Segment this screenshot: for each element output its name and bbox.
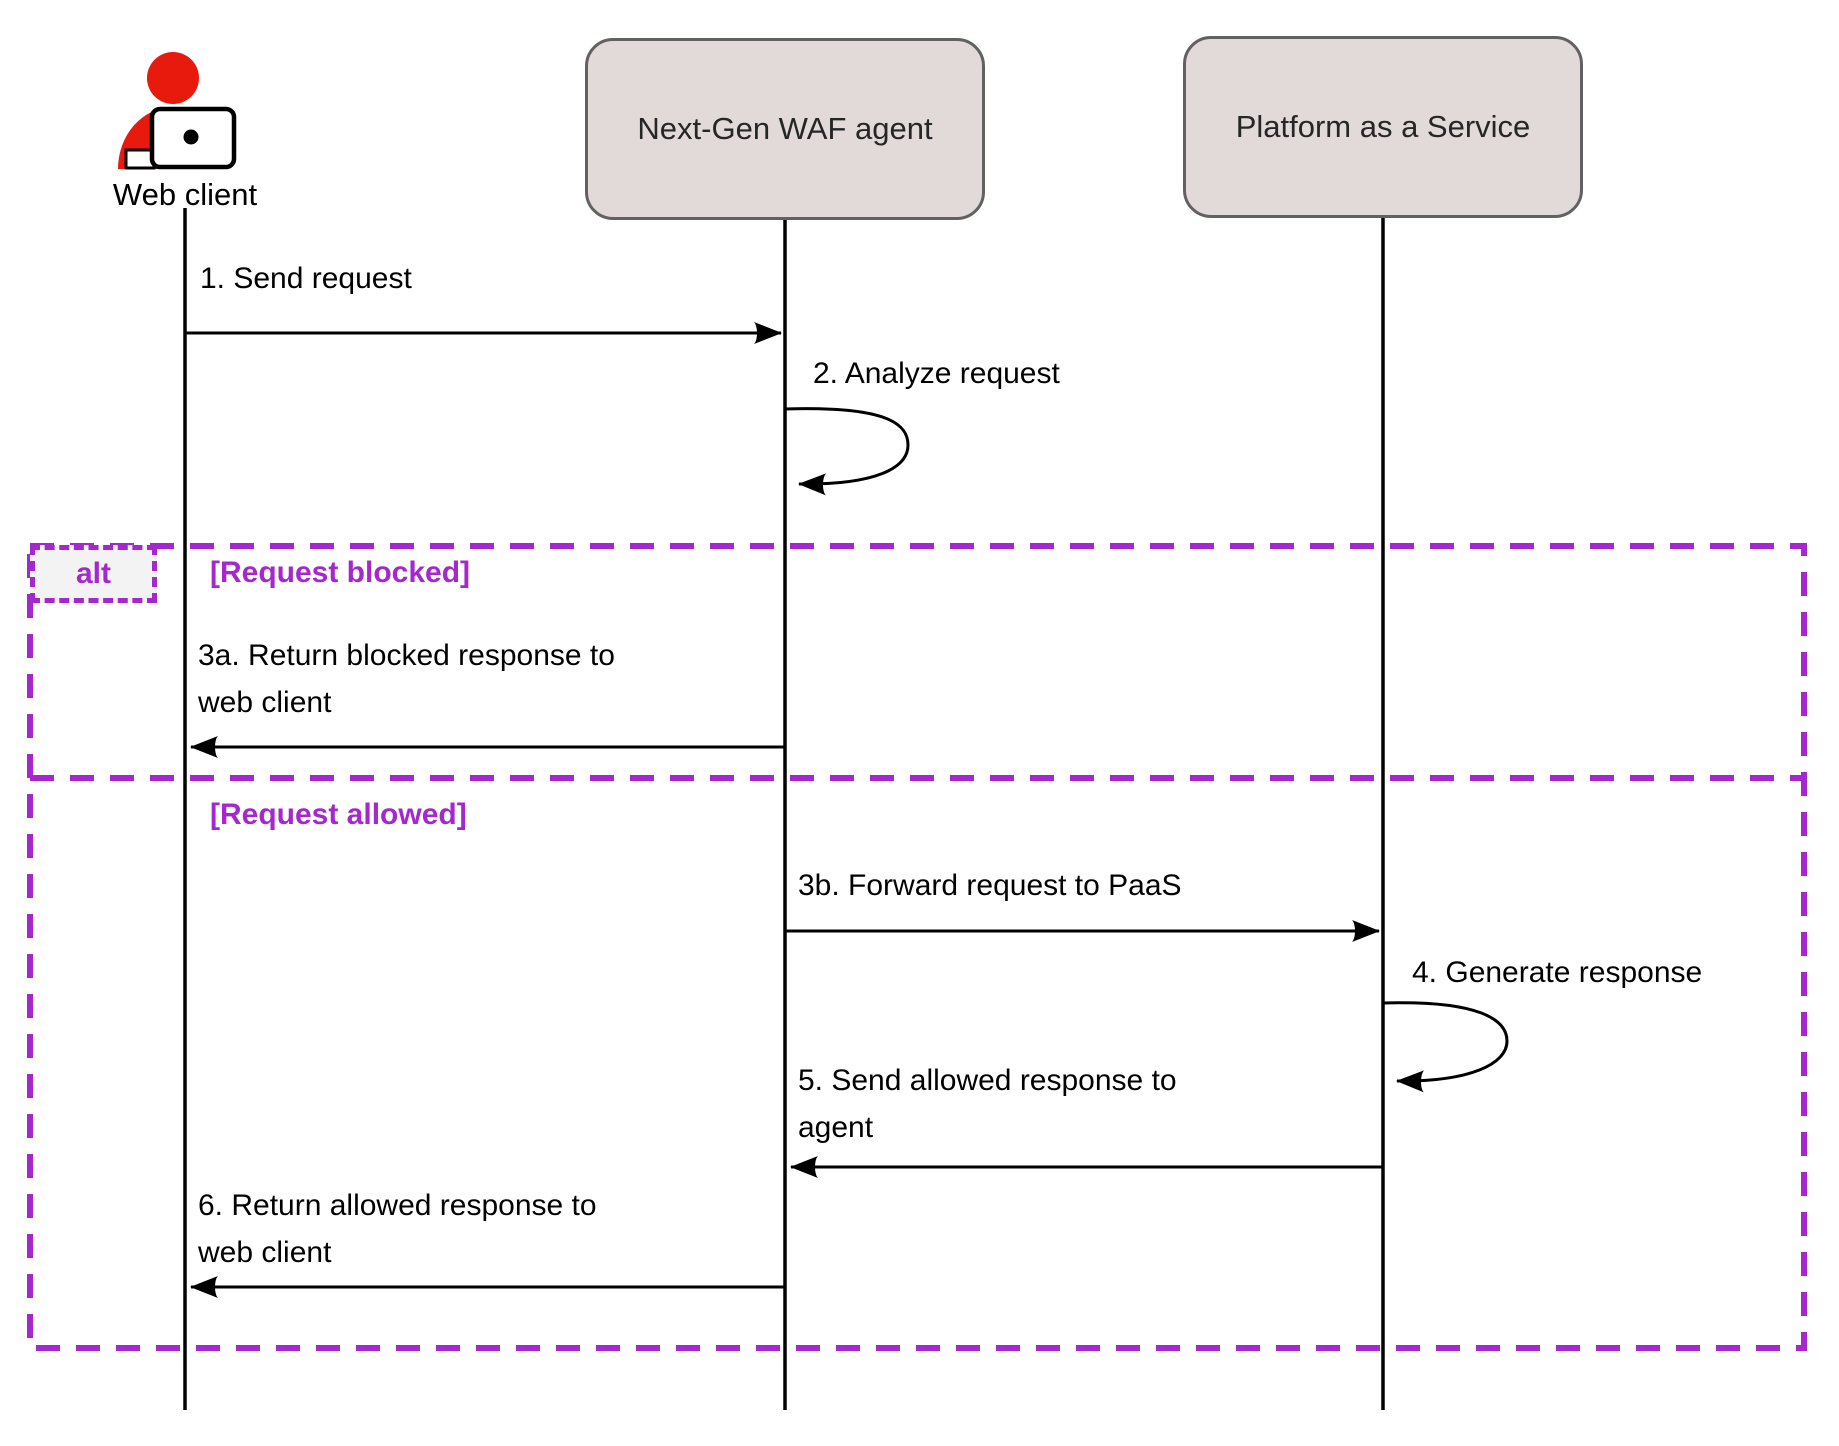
participant-web-client: Web client [85, 38, 285, 213]
laptop-dot [183, 129, 199, 145]
participant-waf-agent: Next-Gen WAF agent [585, 38, 985, 220]
waf-agent-label: Next-Gen WAF agent [637, 111, 933, 146]
guard-request-allowed: [Request allowed] [210, 798, 467, 831]
paas-label: Platform as a Service [1235, 109, 1531, 144]
self-message-loop-4-generate [1382, 1001, 1509, 1093]
message-label-forward-request: 3b. Forward request to PaaS [798, 869, 1182, 902]
web-client-actor-icon [118, 52, 237, 170]
message-label-generate-response: 4. Generate response [1412, 956, 1703, 989]
web-client-label: Web client [112, 177, 258, 212]
actor-head [147, 52, 199, 104]
message-label-analyze-request: 2. Analyze request [813, 357, 1060, 390]
self-message-loop-2-analyze [784, 407, 910, 496]
guard-request-blocked: [Request blocked] [210, 556, 471, 589]
alt-frame-border [27, 543, 1807, 1351]
message-label-return-blocked: 3a. Return blocked response to web clien… [198, 639, 615, 719]
alt-operator-label: alt [30, 545, 157, 603]
message-label-return-allowed: 6. Return allowed response to web client [198, 1189, 597, 1269]
message-label-send-allowed: 5. Send allowed response to agent [798, 1064, 1177, 1144]
participant-paas: Platform as a Service [1183, 36, 1583, 218]
message-label-send-request: 1. Send request [200, 262, 412, 295]
